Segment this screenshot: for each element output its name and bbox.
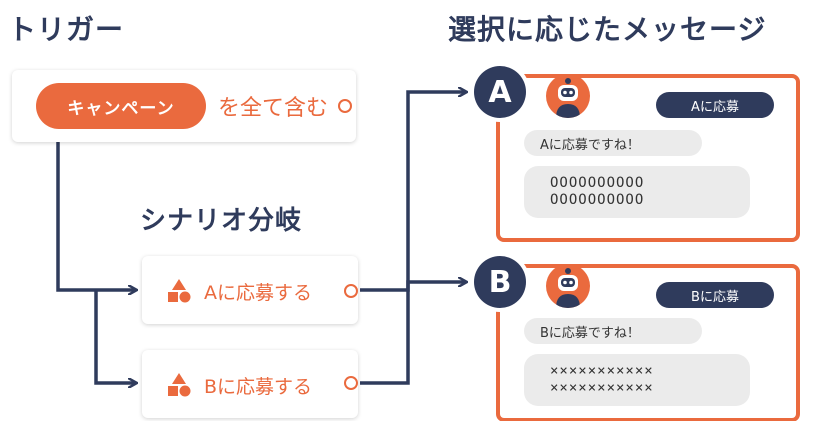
connector-a-to-message bbox=[360, 92, 466, 292]
connector-b-to-message bbox=[360, 282, 466, 385]
trigger-output-port[interactable] bbox=[338, 99, 352, 113]
trigger-heading: トリガー bbox=[8, 13, 125, 46]
select-message-heading: 選択に応じたメッセージ bbox=[448, 13, 767, 46]
scenario-label-a: Aに応募する bbox=[204, 282, 312, 304]
trigger-card[interactable]: キャンペーン を全て含む bbox=[12, 70, 356, 142]
trigger-condition-text: を全て含む bbox=[218, 96, 329, 121]
connector-trigger-to-b bbox=[94, 290, 136, 383]
connector-trigger-to-a bbox=[56, 142, 136, 290]
user-reply-bubble-a: Aに応募 bbox=[656, 92, 774, 118]
shapes-icon bbox=[168, 373, 191, 397]
bot-reply-bubble-a: Aに応募ですね！ bbox=[524, 130, 702, 156]
scenario-card-b[interactable]: Bに応募する bbox=[142, 350, 358, 418]
scenario-a-output-port[interactable] bbox=[344, 284, 358, 298]
shapes-icon bbox=[168, 279, 191, 303]
scenario-card-a[interactable]: Aに応募する bbox=[142, 256, 358, 324]
robot-avatar-icon bbox=[546, 74, 590, 118]
user-reply-bubble-b: Bに応募 bbox=[656, 282, 774, 308]
scenario-label-b: Bに応募する bbox=[204, 376, 313, 398]
badge-a: A bbox=[474, 66, 526, 118]
message-body-b: ××××××××××× ××××××××××× bbox=[524, 354, 750, 406]
campaign-keyword-pill[interactable]: キャンペーン bbox=[36, 83, 206, 129]
robot-avatar-icon bbox=[546, 264, 590, 308]
scenario-branch-heading: シナリオ分岐 bbox=[140, 206, 303, 236]
badge-b: B bbox=[474, 256, 526, 308]
message-body-a: OOOOOOOOOO OOOOOOOOOO bbox=[524, 166, 750, 218]
scenario-b-output-port[interactable] bbox=[344, 376, 358, 390]
bot-reply-bubble-b: Bに応募ですね！ bbox=[524, 318, 702, 344]
